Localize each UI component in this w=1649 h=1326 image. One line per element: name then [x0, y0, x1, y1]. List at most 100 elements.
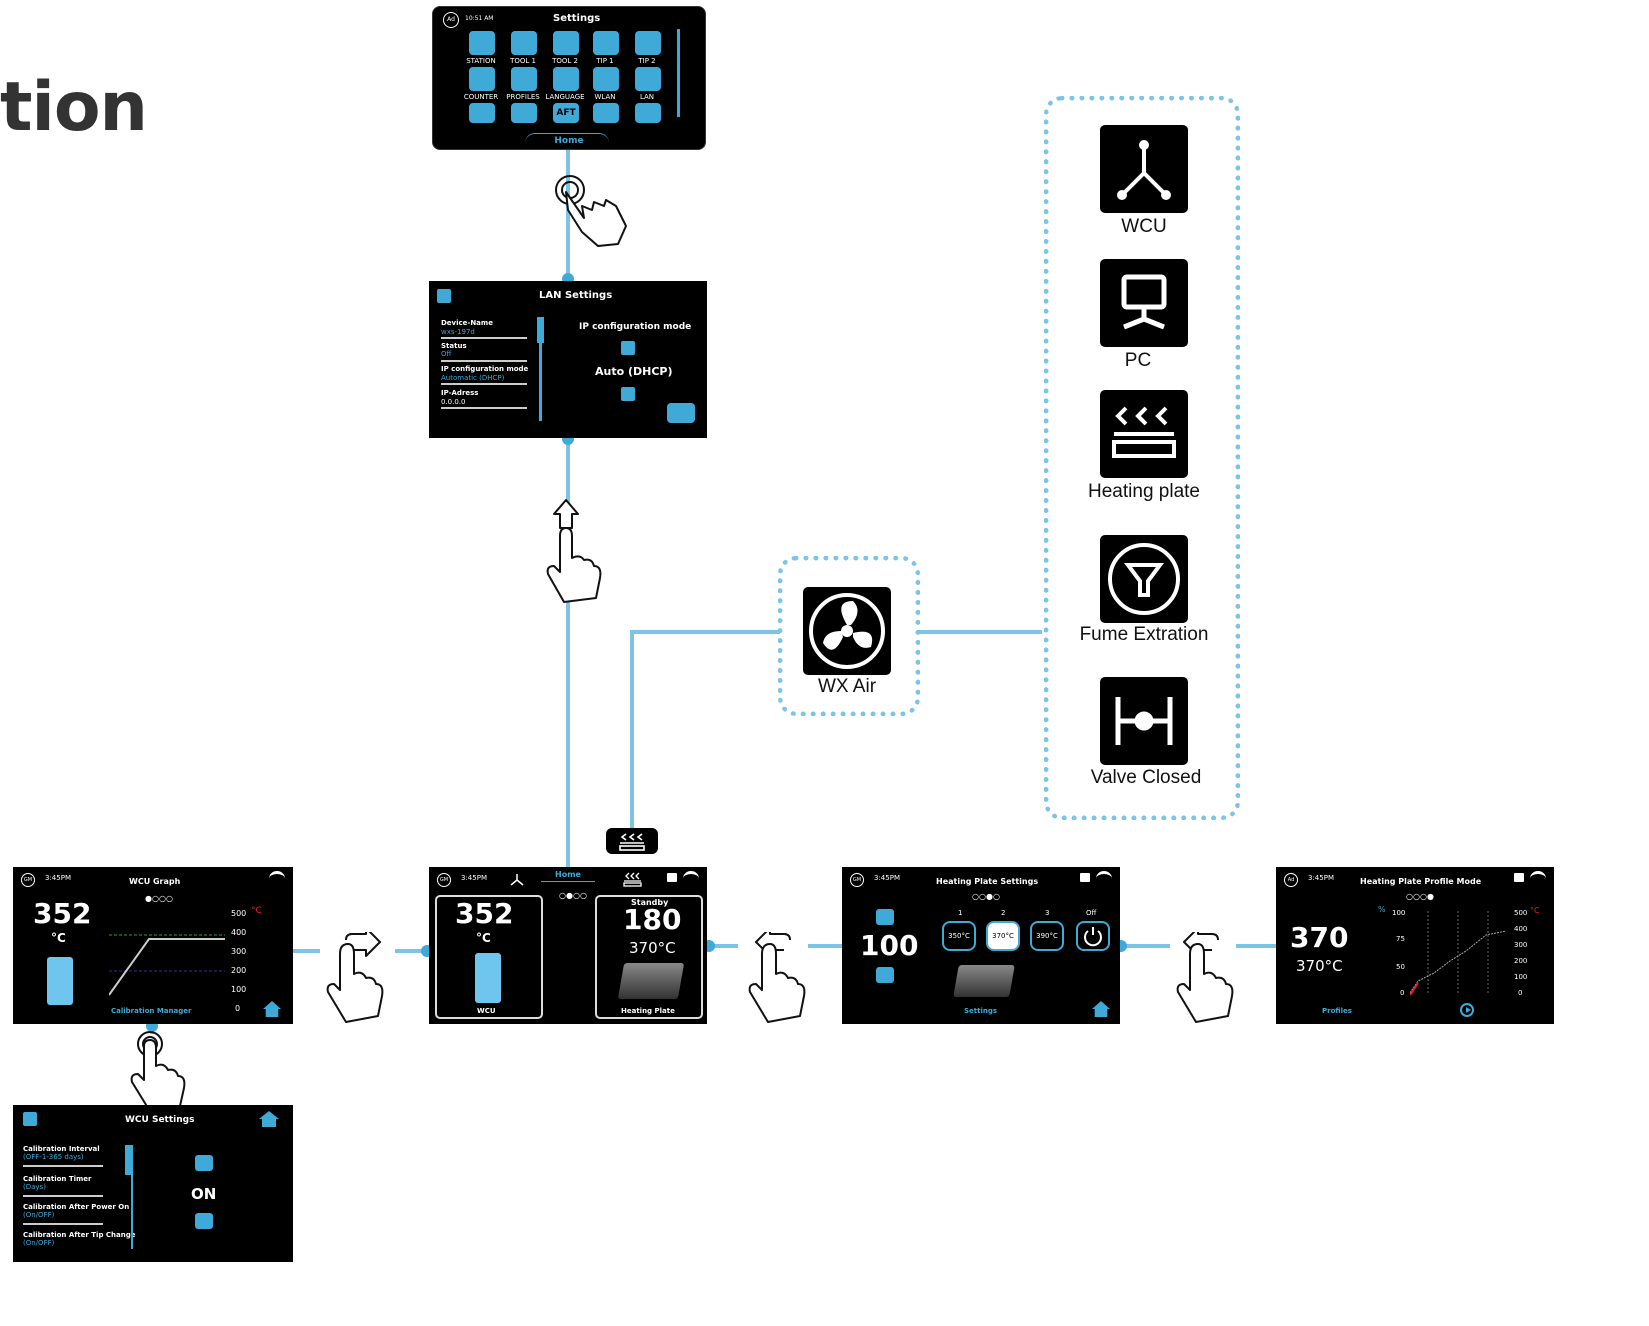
page-dots: ○○●○	[972, 892, 1000, 901]
screen-title: Heating Plate Profile Mode	[1360, 877, 1482, 886]
divider	[441, 383, 527, 385]
tool2-icon[interactable]	[553, 31, 579, 55]
item-label-tip2: TIP 2	[638, 57, 656, 65]
avatar: GM	[437, 873, 451, 887]
avatar: Ad	[443, 12, 459, 28]
wifi-icon	[683, 871, 699, 886]
tip1-icon[interactable]	[593, 31, 619, 55]
preset-button-2[interactable]: 370°C	[986, 921, 1020, 951]
wcu-unit: °C	[476, 931, 491, 945]
clock-time: 3:45PM	[874, 874, 900, 882]
divider	[441, 407, 527, 409]
down-arrow-button[interactable]	[621, 387, 635, 401]
up-arrow-button[interactable]	[876, 909, 894, 925]
tool1-icon[interactable]	[511, 31, 537, 55]
temp-tick: 400	[1514, 925, 1528, 933]
item-label-counter: COUNTER	[463, 93, 499, 101]
back-icon[interactable]	[437, 289, 451, 303]
language-icon[interactable]	[553, 67, 579, 91]
enter-button[interactable]	[667, 403, 695, 423]
avatar: GM	[21, 873, 35, 887]
station-icon[interactable]	[469, 31, 495, 55]
page-dots: ○○○●	[1406, 892, 1434, 901]
screen-title: Heating Plate Settings	[936, 877, 1039, 886]
screen-title: WCU Graph	[129, 877, 181, 886]
field-value-ip-address: 0.0.0.0	[441, 398, 466, 406]
standby-label: Standby	[631, 898, 669, 907]
temperature-setpoint: 370°C	[1296, 957, 1343, 975]
preset-button-3[interactable]: 390°C	[1030, 921, 1064, 951]
wlan-icon[interactable]	[593, 67, 619, 91]
field-sub: (Days)	[23, 1183, 46, 1191]
divider	[23, 1223, 103, 1225]
preset-number: 2	[1001, 909, 1006, 917]
temperature-value: 370	[1290, 921, 1349, 954]
wcu-device-image	[47, 957, 73, 1005]
settings-screen: Ad 10:51 AM Settings STATION TOOL 1 TOOL…	[432, 6, 706, 150]
valve-closed-icon	[1100, 677, 1188, 765]
y-axis-unit: °C	[251, 906, 262, 916]
profiles-icon[interactable]	[511, 67, 537, 91]
y-axis-tick: 200	[231, 966, 247, 975]
back-icon[interactable]	[23, 1112, 37, 1126]
heating-plate-temperature: 180	[623, 903, 682, 936]
wx-air-label: WX Air	[817, 676, 877, 697]
home-icon[interactable]	[263, 1001, 281, 1017]
down-arrow-button[interactable]	[195, 1213, 213, 1229]
settings-link[interactable]: Settings	[964, 1007, 998, 1015]
calibration-manager-link[interactable]: Calibration Manager	[111, 1007, 192, 1015]
home-icon[interactable]	[1092, 1001, 1110, 1017]
clock-icon[interactable]	[593, 103, 619, 123]
off-label: Off	[1086, 909, 1097, 917]
heating-plate-settings-screen: GM 3:45PM Heating Plate Settings ○○●○ 10…	[842, 867, 1120, 1024]
up-arrow-button[interactable]	[195, 1155, 213, 1171]
y-axis-tick: 100	[231, 985, 247, 994]
field-value-status: Off	[441, 350, 452, 358]
play-button[interactable]	[1460, 1003, 1474, 1017]
temperature-value: 352	[33, 897, 92, 930]
home-tab-outline	[525, 133, 609, 149]
profile-graph-plot	[1410, 911, 1507, 995]
scrollbar-thumb[interactable]	[537, 317, 544, 343]
heating-plate-icon	[1100, 390, 1188, 478]
info-icon[interactable]	[469, 103, 495, 123]
field-label: Calibration Timer	[23, 1175, 92, 1183]
scrollbar[interactable]	[131, 1145, 133, 1249]
aft-icon[interactable]: AFT	[553, 103, 579, 123]
field-sub: (On/OFF)	[23, 1239, 55, 1247]
counter-icon[interactable]	[469, 67, 495, 91]
down-arrow-button[interactable]	[876, 967, 894, 983]
chip-icon[interactable]	[511, 103, 537, 123]
device-label-valve-closed: Valve Closed	[1090, 767, 1202, 788]
divider	[441, 337, 527, 339]
heating-plate-panel[interactable]	[595, 895, 703, 1019]
tip2-icon[interactable]	[635, 31, 661, 55]
lock-icon[interactable]	[1080, 873, 1090, 882]
swipe-up-gesture-icon	[546, 499, 602, 603]
refresh-icon[interactable]	[635, 103, 661, 123]
temp-tick: 100	[1514, 973, 1528, 981]
wifi-icon	[1096, 871, 1112, 886]
temp-tick: 200	[1514, 957, 1528, 965]
wcu-panel[interactable]	[435, 895, 543, 1019]
temp-tick: 0	[1518, 989, 1523, 997]
preset-button-1[interactable]: 350°C	[942, 921, 976, 951]
wcu-graph-plot	[109, 934, 225, 996]
scrollbar[interactable]	[677, 29, 680, 117]
wifi-icon	[1530, 871, 1546, 886]
field-label-ip-address: IP-Adress	[441, 389, 479, 397]
home-tab[interactable]: Home	[554, 136, 584, 146]
power-off-button[interactable]	[1076, 921, 1110, 951]
scrollbar[interactable]	[539, 317, 542, 421]
profiles-link[interactable]: Profiles	[1322, 1007, 1352, 1015]
field-sub: (On/OFF)	[23, 1211, 55, 1219]
lan-icon[interactable]	[635, 67, 661, 91]
home-tab[interactable]: Home	[555, 870, 581, 879]
home-icon[interactable]	[259, 1111, 279, 1127]
field-label-ip-mode: IP configuration mode	[441, 365, 529, 373]
lock-icon[interactable]	[667, 873, 677, 882]
scrollbar-thumb[interactable]	[125, 1145, 133, 1175]
up-arrow-button[interactable]	[621, 341, 635, 355]
lock-icon[interactable]	[1514, 873, 1524, 882]
item-label-station: STATION	[466, 57, 496, 65]
